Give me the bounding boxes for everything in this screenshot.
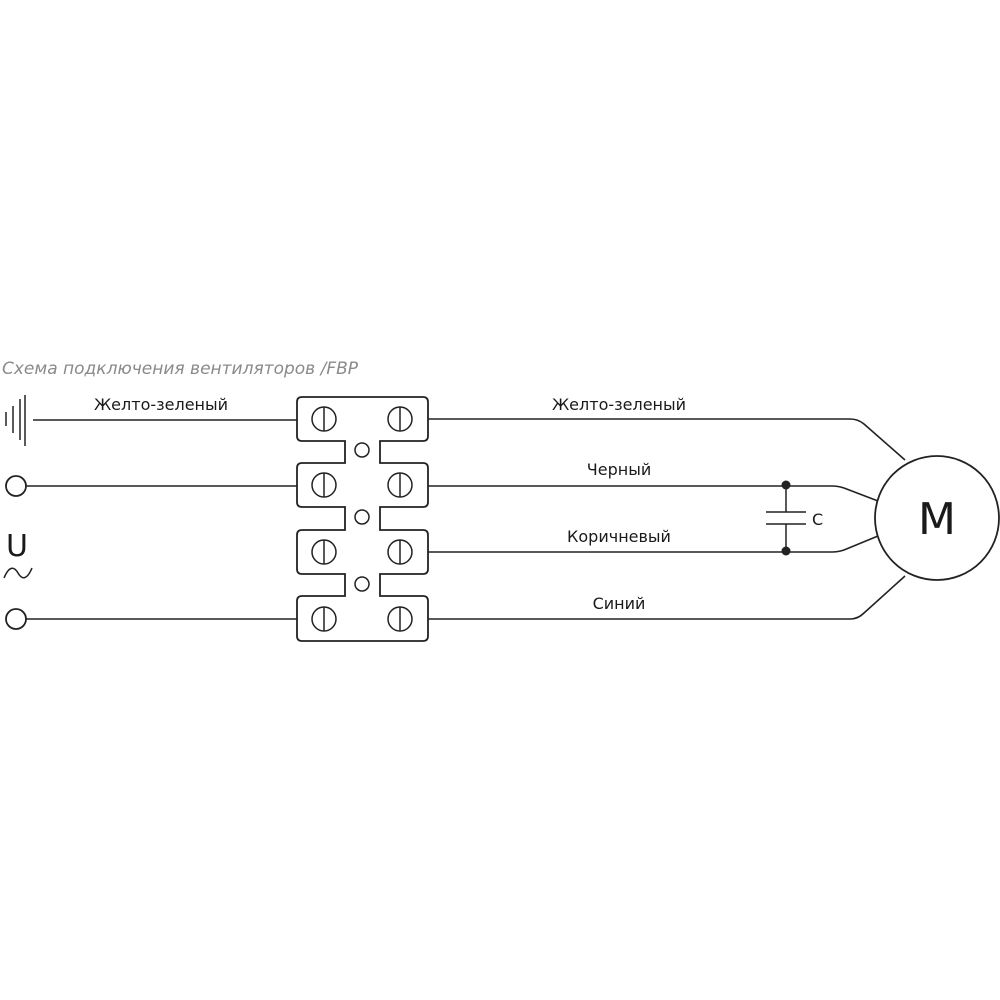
terminal-screws xyxy=(311,406,413,632)
screw-icon xyxy=(311,406,337,432)
black-wire-right xyxy=(428,485,879,502)
screw-icon xyxy=(311,472,337,498)
wire-label-blue: Синий xyxy=(593,594,646,613)
terminal-block xyxy=(296,396,429,642)
wire-label-yellow-green: Желто-зеленый xyxy=(552,395,686,414)
blue-wire-right xyxy=(428,575,906,620)
mounting-hole xyxy=(354,442,370,458)
motor-label: M xyxy=(918,494,956,545)
diagram-title: Схема подключения вентиляторов /FBP xyxy=(2,359,359,379)
ac-wave-icon xyxy=(3,567,33,579)
wire-label-left-ground: Желто-зеленый xyxy=(94,395,228,414)
ground-wire-right xyxy=(428,418,906,461)
supply-terminal-top xyxy=(5,475,27,497)
screw-icon xyxy=(387,472,413,498)
screw-icon xyxy=(387,606,413,632)
voltage-symbol: U xyxy=(6,529,28,564)
screw-icon xyxy=(311,539,337,565)
screw-icon xyxy=(387,406,413,432)
motor-icon xyxy=(874,455,1000,581)
wire-label-black: Черный xyxy=(587,460,651,479)
screw-icon xyxy=(311,606,337,632)
mounting-hole xyxy=(354,576,370,592)
brown-wire-right xyxy=(428,535,879,553)
supply-terminal-bottom xyxy=(5,608,27,630)
wire-label-brown: Коричневый xyxy=(567,527,671,546)
screw-icon xyxy=(387,539,413,565)
capacitor-label: C xyxy=(812,510,823,529)
ground-icon xyxy=(5,395,26,446)
capacitor-icon xyxy=(766,480,806,556)
mounting-hole xyxy=(354,509,370,525)
